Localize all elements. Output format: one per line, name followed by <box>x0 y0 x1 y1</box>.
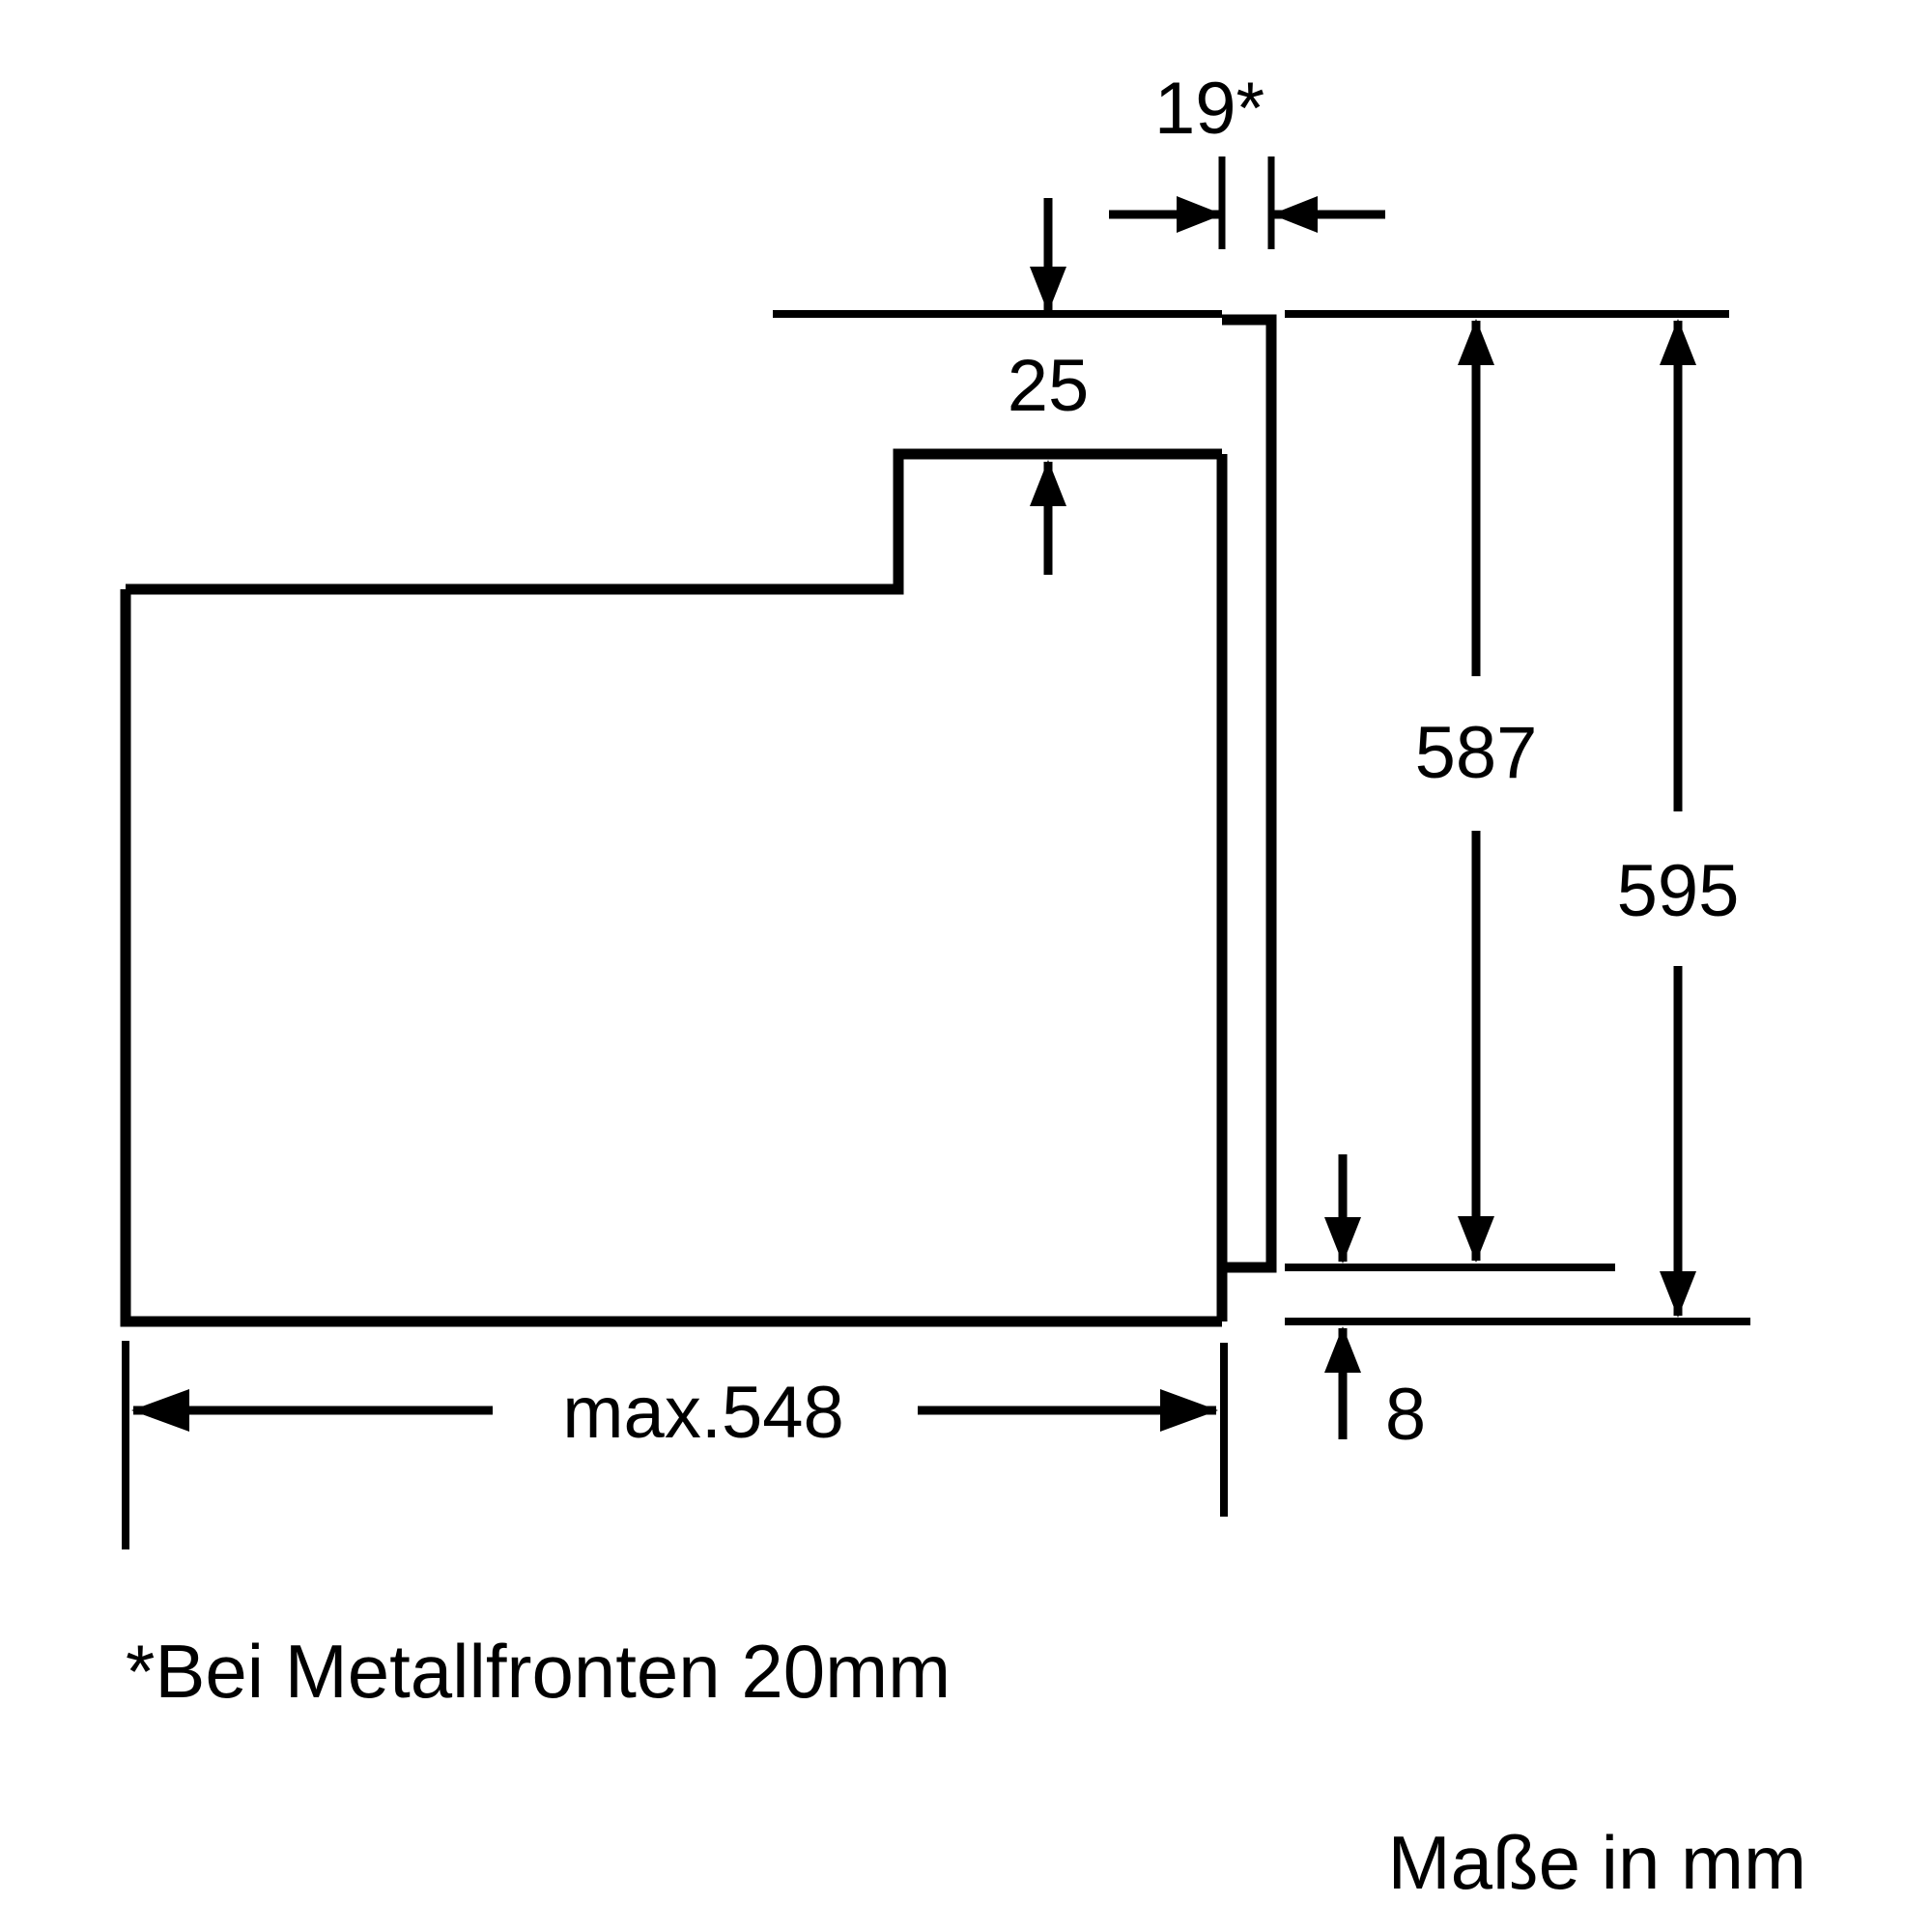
dimension-arrows <box>131 196 1696 1439</box>
dimension-label-25: 25 <box>1008 345 1090 427</box>
appliance-door-panel <box>1222 314 1277 1273</box>
dimension-labels: 19* 25 587 595 8 max.548 <box>562 68 1739 1456</box>
unit-note: Maße in mm <box>1388 1820 1806 1905</box>
dimension-label-19: 19* <box>1154 68 1264 150</box>
drawing-notes: *Bei Metallfronten 20mm Maße in mm <box>126 1629 1806 1905</box>
cabinet-profile-outline <box>120 448 1228 1327</box>
dimension-label-587: 587 <box>1415 712 1538 794</box>
dimension-label-max548: max.548 <box>562 1372 844 1454</box>
dimension-label-595: 595 <box>1617 850 1740 932</box>
extension-lines <box>122 156 1750 1549</box>
footnote-metal-fronts: *Bei Metallfronten 20mm <box>126 1629 951 1714</box>
dimension-label-8: 8 <box>1385 1374 1426 1456</box>
